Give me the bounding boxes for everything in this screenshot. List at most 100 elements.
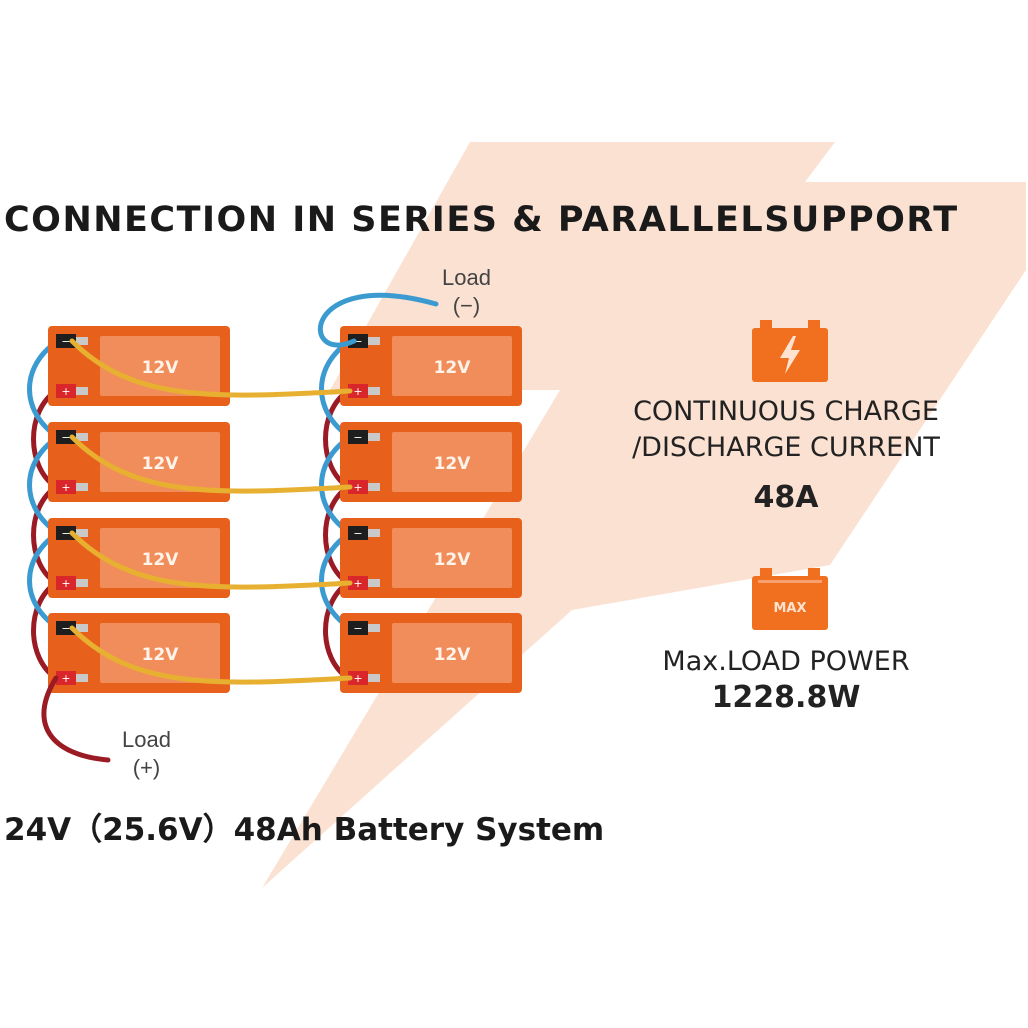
minus-symbol: − xyxy=(61,527,70,540)
positive-terminal xyxy=(56,384,76,398)
minus-symbol: − xyxy=(353,622,362,635)
negative-terminal xyxy=(348,334,368,348)
positive-jumper-wire xyxy=(323,484,351,586)
plus-symbol: + xyxy=(353,577,362,590)
minus-symbol: − xyxy=(61,622,70,635)
battery-voltage-label: 12V xyxy=(142,358,180,378)
load-positive-sign: (+) xyxy=(132,755,161,780)
negative-terminal-post xyxy=(368,433,380,441)
positive-terminal xyxy=(348,671,368,685)
battery-label-panel xyxy=(392,336,512,396)
plus-symbol: + xyxy=(353,672,362,685)
positive-jumper-wire xyxy=(31,580,59,681)
negative-jumper-wire xyxy=(319,338,353,440)
positive-jumper-wire xyxy=(31,484,59,586)
positive-terminal-post xyxy=(76,579,88,587)
negative-terminal-post xyxy=(368,624,380,632)
negative-jumper-wire xyxy=(27,338,61,440)
power-spec: Max.LOAD POWER 1228.8W xyxy=(600,644,972,715)
minus-symbol: − xyxy=(61,335,70,348)
battery-2-2: 12V−+ xyxy=(340,422,522,502)
load-positive-wire xyxy=(41,675,111,763)
page-title: CONNECTION IN SERIES & PARALLELSUPPORT xyxy=(4,200,959,240)
plus-symbol: + xyxy=(353,385,362,398)
max-icon-text: MAX xyxy=(773,601,806,616)
positive-jumper-wire xyxy=(323,388,351,490)
positive-jumper-wire xyxy=(323,580,351,681)
positive-terminal xyxy=(56,671,76,685)
negative-terminal xyxy=(56,621,76,635)
positive-terminal-post xyxy=(76,674,88,682)
battery-label-panel xyxy=(392,528,512,588)
battery-voltage-label: 12V xyxy=(142,454,180,474)
battery-label-panel xyxy=(392,432,512,492)
positive-terminal-post xyxy=(368,387,380,395)
positive-terminal xyxy=(348,480,368,494)
negative-terminal-post xyxy=(368,337,380,345)
plus-symbol: + xyxy=(61,481,70,494)
battery-voltage-label: 12V xyxy=(434,454,472,474)
battery-voltage-label: 12V xyxy=(434,358,472,378)
negative-terminal-post xyxy=(76,624,88,632)
load-positive-text: Load xyxy=(122,727,171,752)
load-negative-label: Load (−) xyxy=(442,264,491,320)
battery-label-panel xyxy=(392,623,512,683)
battery-1-3: 12V − + xyxy=(48,518,230,598)
negative-terminal xyxy=(56,526,76,540)
load-negative-wire xyxy=(317,292,439,348)
load-negative-text: Load xyxy=(442,265,491,290)
plus-symbol: + xyxy=(353,481,362,494)
positive-terminal-post xyxy=(368,674,380,682)
positive-terminal-post xyxy=(368,579,380,587)
positive-terminal-post xyxy=(368,483,380,491)
current-heading-line2: /DISCHARGE CURRENT xyxy=(632,432,940,463)
plus-symbol: + xyxy=(61,672,70,685)
battery-voltage-label: 12V xyxy=(142,645,180,665)
battery-voltage-label: 12V xyxy=(434,550,472,570)
battery-system-label: 24V（25.6V）48Ah Battery System xyxy=(4,812,605,848)
battery-voltage-label: 12V xyxy=(434,645,472,665)
positive-terminal-post xyxy=(76,483,88,491)
negative-terminal xyxy=(348,430,368,444)
minus-symbol: − xyxy=(353,527,362,540)
battery-2-3: 12V − + xyxy=(340,518,522,598)
battery-voltage-label: 12V xyxy=(142,550,180,570)
negative-jumper-wire xyxy=(27,530,61,631)
plus-symbol: + xyxy=(61,577,70,590)
negative-terminal xyxy=(56,334,76,348)
positive-jumper-wire xyxy=(31,388,59,490)
load-negative-sign: (−) xyxy=(452,293,481,318)
battery-max-icon: MAX xyxy=(752,568,828,630)
current-heading-line1: CONTINUOUS CHARGE xyxy=(633,396,939,427)
power-heading: Max.LOAD POWER xyxy=(662,646,910,677)
current-value: 48A xyxy=(753,480,819,515)
load-positive-label: Load (+) xyxy=(122,726,171,782)
series-link-wire xyxy=(69,434,353,494)
negative-jumper-wire xyxy=(27,434,61,536)
positive-terminal xyxy=(348,576,368,590)
current-spec: CONTINUOUS CHARGE /DISCHARGE CURRENT 48A xyxy=(600,394,972,515)
negative-terminal-post xyxy=(368,529,380,537)
battery-1-1: 12V−+ xyxy=(48,326,230,406)
negative-jumper-wire xyxy=(319,434,353,536)
battery-2-1: 12V − + xyxy=(340,326,522,406)
power-value: 1228.8W xyxy=(711,680,861,715)
series-link-wire xyxy=(69,625,353,685)
series-link-wire xyxy=(69,338,353,398)
negative-terminal-post xyxy=(76,433,88,441)
negative-terminal-post xyxy=(76,529,88,537)
negative-jumper-wire xyxy=(319,530,353,631)
minus-symbol: − xyxy=(61,431,70,444)
negative-terminal xyxy=(56,430,76,444)
negative-terminal-post xyxy=(76,337,88,345)
positive-terminal xyxy=(56,480,76,494)
positive-terminal-post xyxy=(76,387,88,395)
battery-charge-icon xyxy=(752,320,828,382)
series-link-wire xyxy=(69,530,353,590)
negative-terminal xyxy=(348,526,368,540)
positive-terminal xyxy=(56,576,76,590)
battery-2-4: 12V − + xyxy=(340,613,522,693)
minus-symbol: − xyxy=(353,335,362,348)
